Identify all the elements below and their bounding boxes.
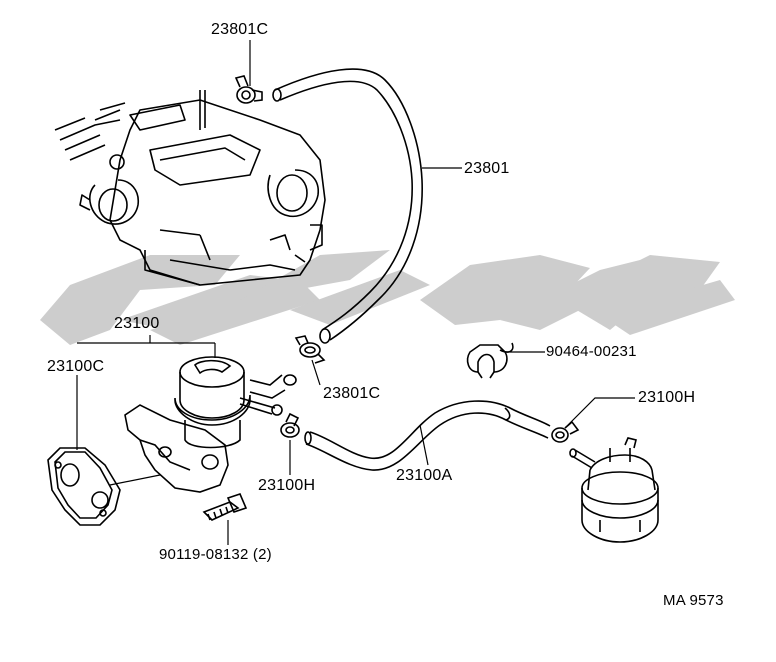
label-fuel-pump-gasket: 23100C [47,358,105,375]
label-fuel-hose: 23100A [396,467,453,484]
hose-clip-bottom-drawing [294,335,326,364]
label-vacuum-hose: 23801 [464,160,510,177]
hose-clip-left-drawing [280,412,300,438]
engine-block-drawing [54,90,326,286]
retainer-drawing [466,342,514,379]
diagram-code: MA 9573 [663,592,724,609]
label-hose-clip-right: 23100H [638,389,696,406]
leader-lines [76,40,635,545]
label-vacuum-hose-clip-top: 23801C [211,21,269,38]
watermark-logo [40,250,735,345]
fuel-filter-drawing [569,437,659,543]
label-vacuum-hose-clip-bottom: 23801C [323,385,381,402]
bolt-drawing [202,493,248,521]
label-bolt: 90119-08132 (2) [159,546,272,563]
gasket-drawing [47,447,121,526]
label-fuel-pump-assy: 23100 [114,315,160,332]
fuel-hose-drawing [304,400,551,471]
hose-clip-top-drawing [234,75,263,104]
vacuum-hose-drawing [272,68,423,344]
fuel-pump-drawing [124,356,297,493]
hose-clip-right-drawing [551,420,580,443]
label-hose-clip-left: 23100H [258,477,316,494]
label-retainer: 90464-00231 [546,343,637,360]
